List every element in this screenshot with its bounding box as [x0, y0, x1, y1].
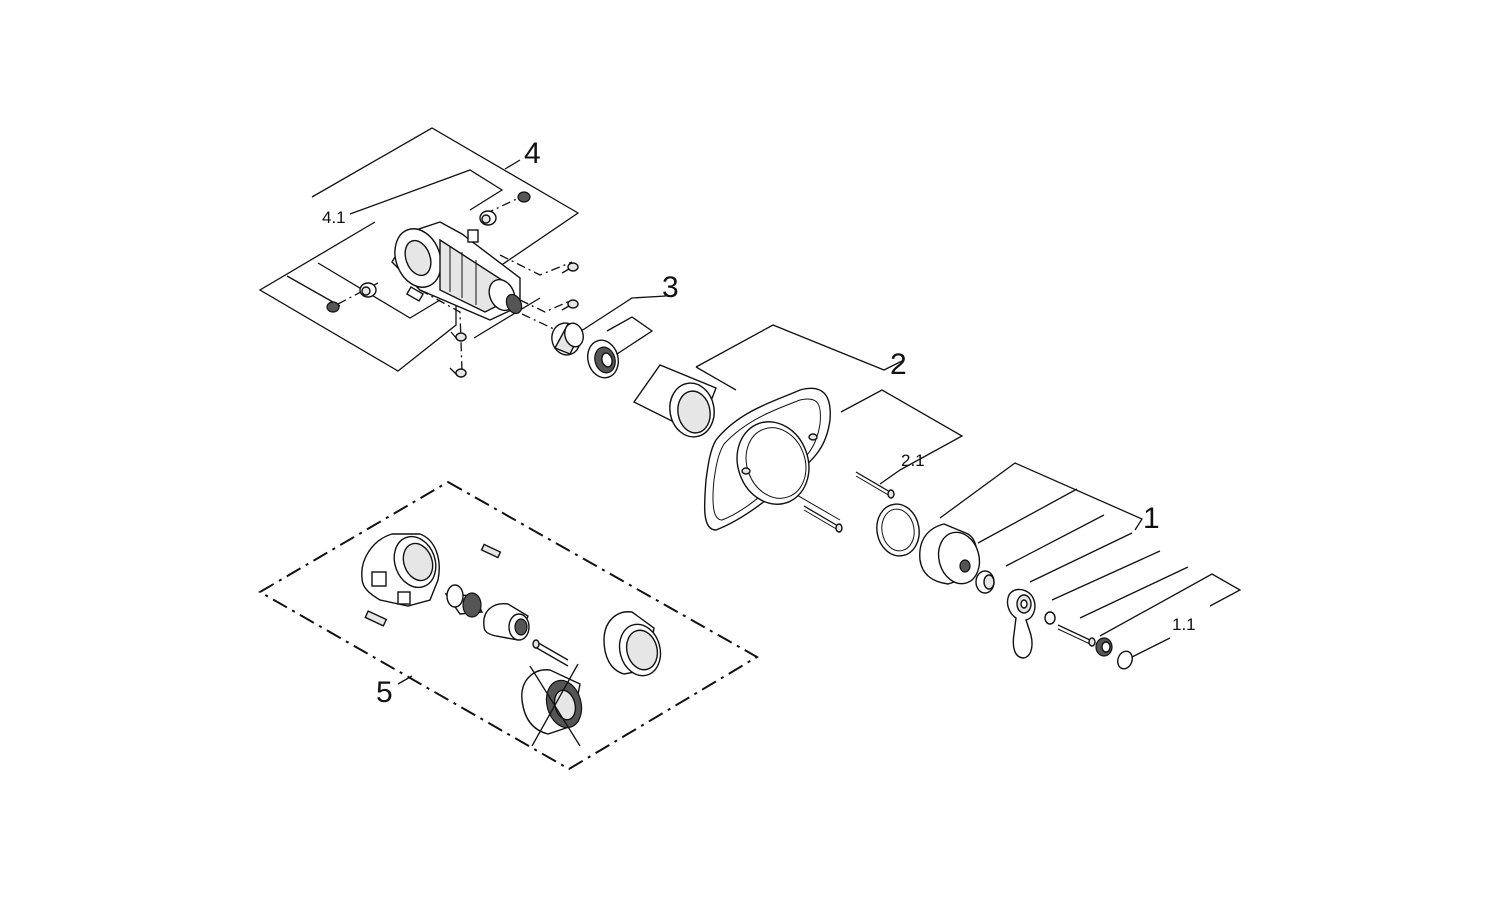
sleeve-icon — [632, 364, 717, 438]
callout-3: 3 — [662, 271, 679, 304]
callout-2-1: 2.1 — [901, 451, 925, 470]
kit-pin-right-icon — [532, 639, 569, 667]
ring-adapter-icon — [551, 322, 584, 356]
group-2-escutcheon: 2 2.1 — [632, 324, 964, 557]
group-3-adapter: 3 — [551, 271, 679, 379]
screw-2-1-lower-icon — [803, 505, 843, 533]
kit-cover-cylinder-icon — [603, 611, 662, 677]
group-4-valve-body: 4 4.1 — [258, 127, 580, 378]
splined-adapter-icon — [586, 339, 620, 379]
callout-1: 1 — [1143, 502, 1160, 535]
kit-pin-upper-icon — [480, 543, 502, 559]
nut-right-icon — [517, 191, 531, 203]
group-5-kit: 5 — [258, 480, 759, 771]
group-1-handle: 1 1.1 — [919, 462, 1242, 670]
screw-2-1-upper-icon — [855, 471, 895, 499]
callout-4: 4 — [524, 137, 541, 170]
screw-middle-icon — [561, 299, 579, 311]
o-ring-icon — [876, 503, 920, 557]
kit-sleeve-icon — [483, 603, 530, 641]
kit-spindle-icon — [444, 584, 484, 618]
small-washer-icon — [1044, 611, 1056, 625]
lever-handle-icon — [1006, 588, 1036, 659]
callout-2: 2 — [890, 348, 907, 381]
screw-cover-icon — [1095, 637, 1113, 657]
callout-4-1: 4.1 — [322, 208, 346, 227]
screw-lower-2-icon — [449, 367, 467, 378]
escutcheon-plate-icon — [703, 387, 831, 531]
nut-left-icon — [326, 301, 340, 313]
callout-5: 5 — [376, 676, 393, 709]
handle-screw-icon — [1057, 624, 1096, 647]
kit-cutting-sleeve-icon — [521, 663, 583, 747]
valve-housing-icon — [391, 221, 523, 321]
screw-lower-1-icon — [450, 331, 467, 342]
bracket-2 — [695, 324, 905, 371]
cap-dome-icon — [919, 523, 981, 585]
kit-housing-icon — [361, 533, 440, 607]
bracket-3 — [577, 295, 667, 334]
kit-boundary — [258, 480, 759, 771]
spacer-ring-icon — [975, 570, 995, 594]
kit-pin-lower-icon — [364, 610, 388, 627]
bracket-1 — [939, 462, 1143, 531]
button-cap-icon — [1117, 650, 1133, 670]
fitting-right-icon — [479, 210, 497, 226]
screw-upper-icon — [561, 262, 579, 274]
bracket-4-1 — [349, 169, 504, 215]
callout-1-1: 1.1 — [1172, 615, 1196, 634]
fitting-left-icon — [359, 282, 377, 298]
